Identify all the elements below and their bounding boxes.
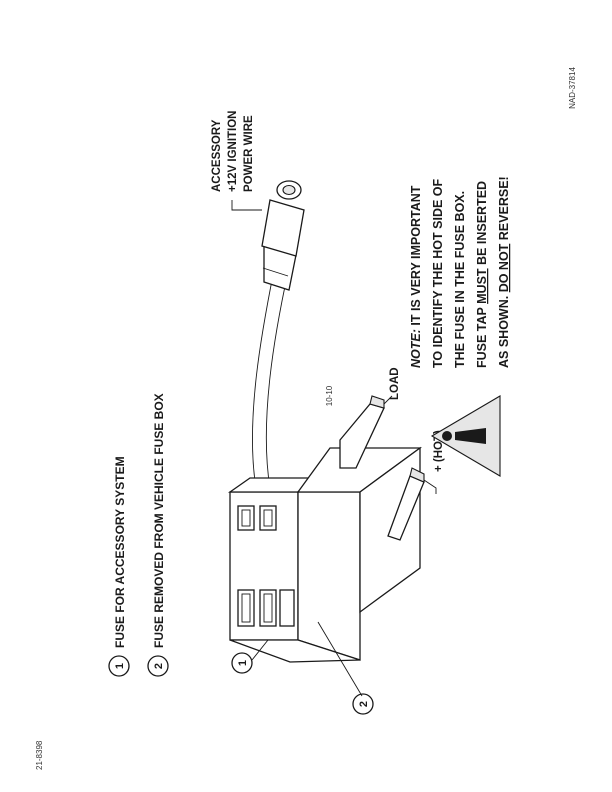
legend-label: FUSE REMOVED FROM VEHICLE FUSE BOX bbox=[152, 393, 166, 648]
hot-blade bbox=[387, 467, 425, 541]
legend-number-circle bbox=[108, 655, 130, 677]
power-wire bbox=[252, 180, 305, 489]
callout-2: 2 bbox=[317, 621, 374, 715]
fuse-slot-lower bbox=[237, 589, 295, 627]
note-line-5: AS SHOWN. DO NOT REVERSE! bbox=[497, 176, 511, 368]
note-line-3: THE FUSE IN THE FUSE BOX. bbox=[453, 191, 467, 368]
figure-code-left: 21-8398 bbox=[35, 740, 44, 770]
legend-number: 2 bbox=[153, 663, 165, 669]
callout-number-circle bbox=[231, 652, 253, 674]
exclamation-mark bbox=[455, 428, 486, 444]
legend-item-1: 1 FUSE FOR ACCESSORY SYSTEM bbox=[108, 456, 130, 677]
legend-label: FUSE FOR ACCESSORY SYSTEM bbox=[113, 456, 127, 648]
fuse-slot-upper bbox=[237, 505, 277, 531]
legend-number: 1 bbox=[114, 663, 126, 669]
note-block: NOTE: IT IS VERY IMPORTANT TO IDENTIFY T… bbox=[409, 176, 511, 368]
legend-number-circle bbox=[147, 655, 169, 677]
load-callout: LOAD bbox=[383, 367, 401, 405]
legend: 1 FUSE FOR ACCESSORY SYSTEM 2 FUSE REMOV… bbox=[108, 393, 169, 677]
figure-code-center: 10-10 bbox=[325, 385, 334, 406]
note-line-2: TO IDENTIFY THE HOT SIDE OF bbox=[431, 178, 445, 368]
power-wire-label-line1: ACCESSORY bbox=[211, 119, 223, 192]
legend-item-2: 2 FUSE REMOVED FROM VEHICLE FUSE BOX bbox=[147, 393, 169, 677]
warning-icon bbox=[430, 395, 501, 477]
callout-number: 2 bbox=[358, 701, 370, 707]
power-wire-callout: ACCESSORY +12V IGNITION POWER WIRE bbox=[211, 111, 262, 211]
power-wire-label-line2: +12V IGNITION bbox=[227, 111, 239, 192]
load-blade bbox=[339, 395, 385, 469]
figure-code-right: NAD-37814 bbox=[568, 67, 577, 109]
note-line-1: NOTE: IT IS VERY IMPORTANT bbox=[409, 185, 423, 368]
load-label: LOAD bbox=[389, 367, 401, 400]
callout-1: 1 bbox=[231, 639, 269, 674]
callout-number-circle bbox=[352, 693, 374, 715]
fuse-tap-body bbox=[227, 446, 422, 663]
note-line-4: FUSE TAP MUST BE INSERTED bbox=[475, 181, 489, 368]
callout-number: 1 bbox=[237, 660, 249, 666]
power-wire-label-line3: POWER WIRE bbox=[243, 115, 255, 192]
